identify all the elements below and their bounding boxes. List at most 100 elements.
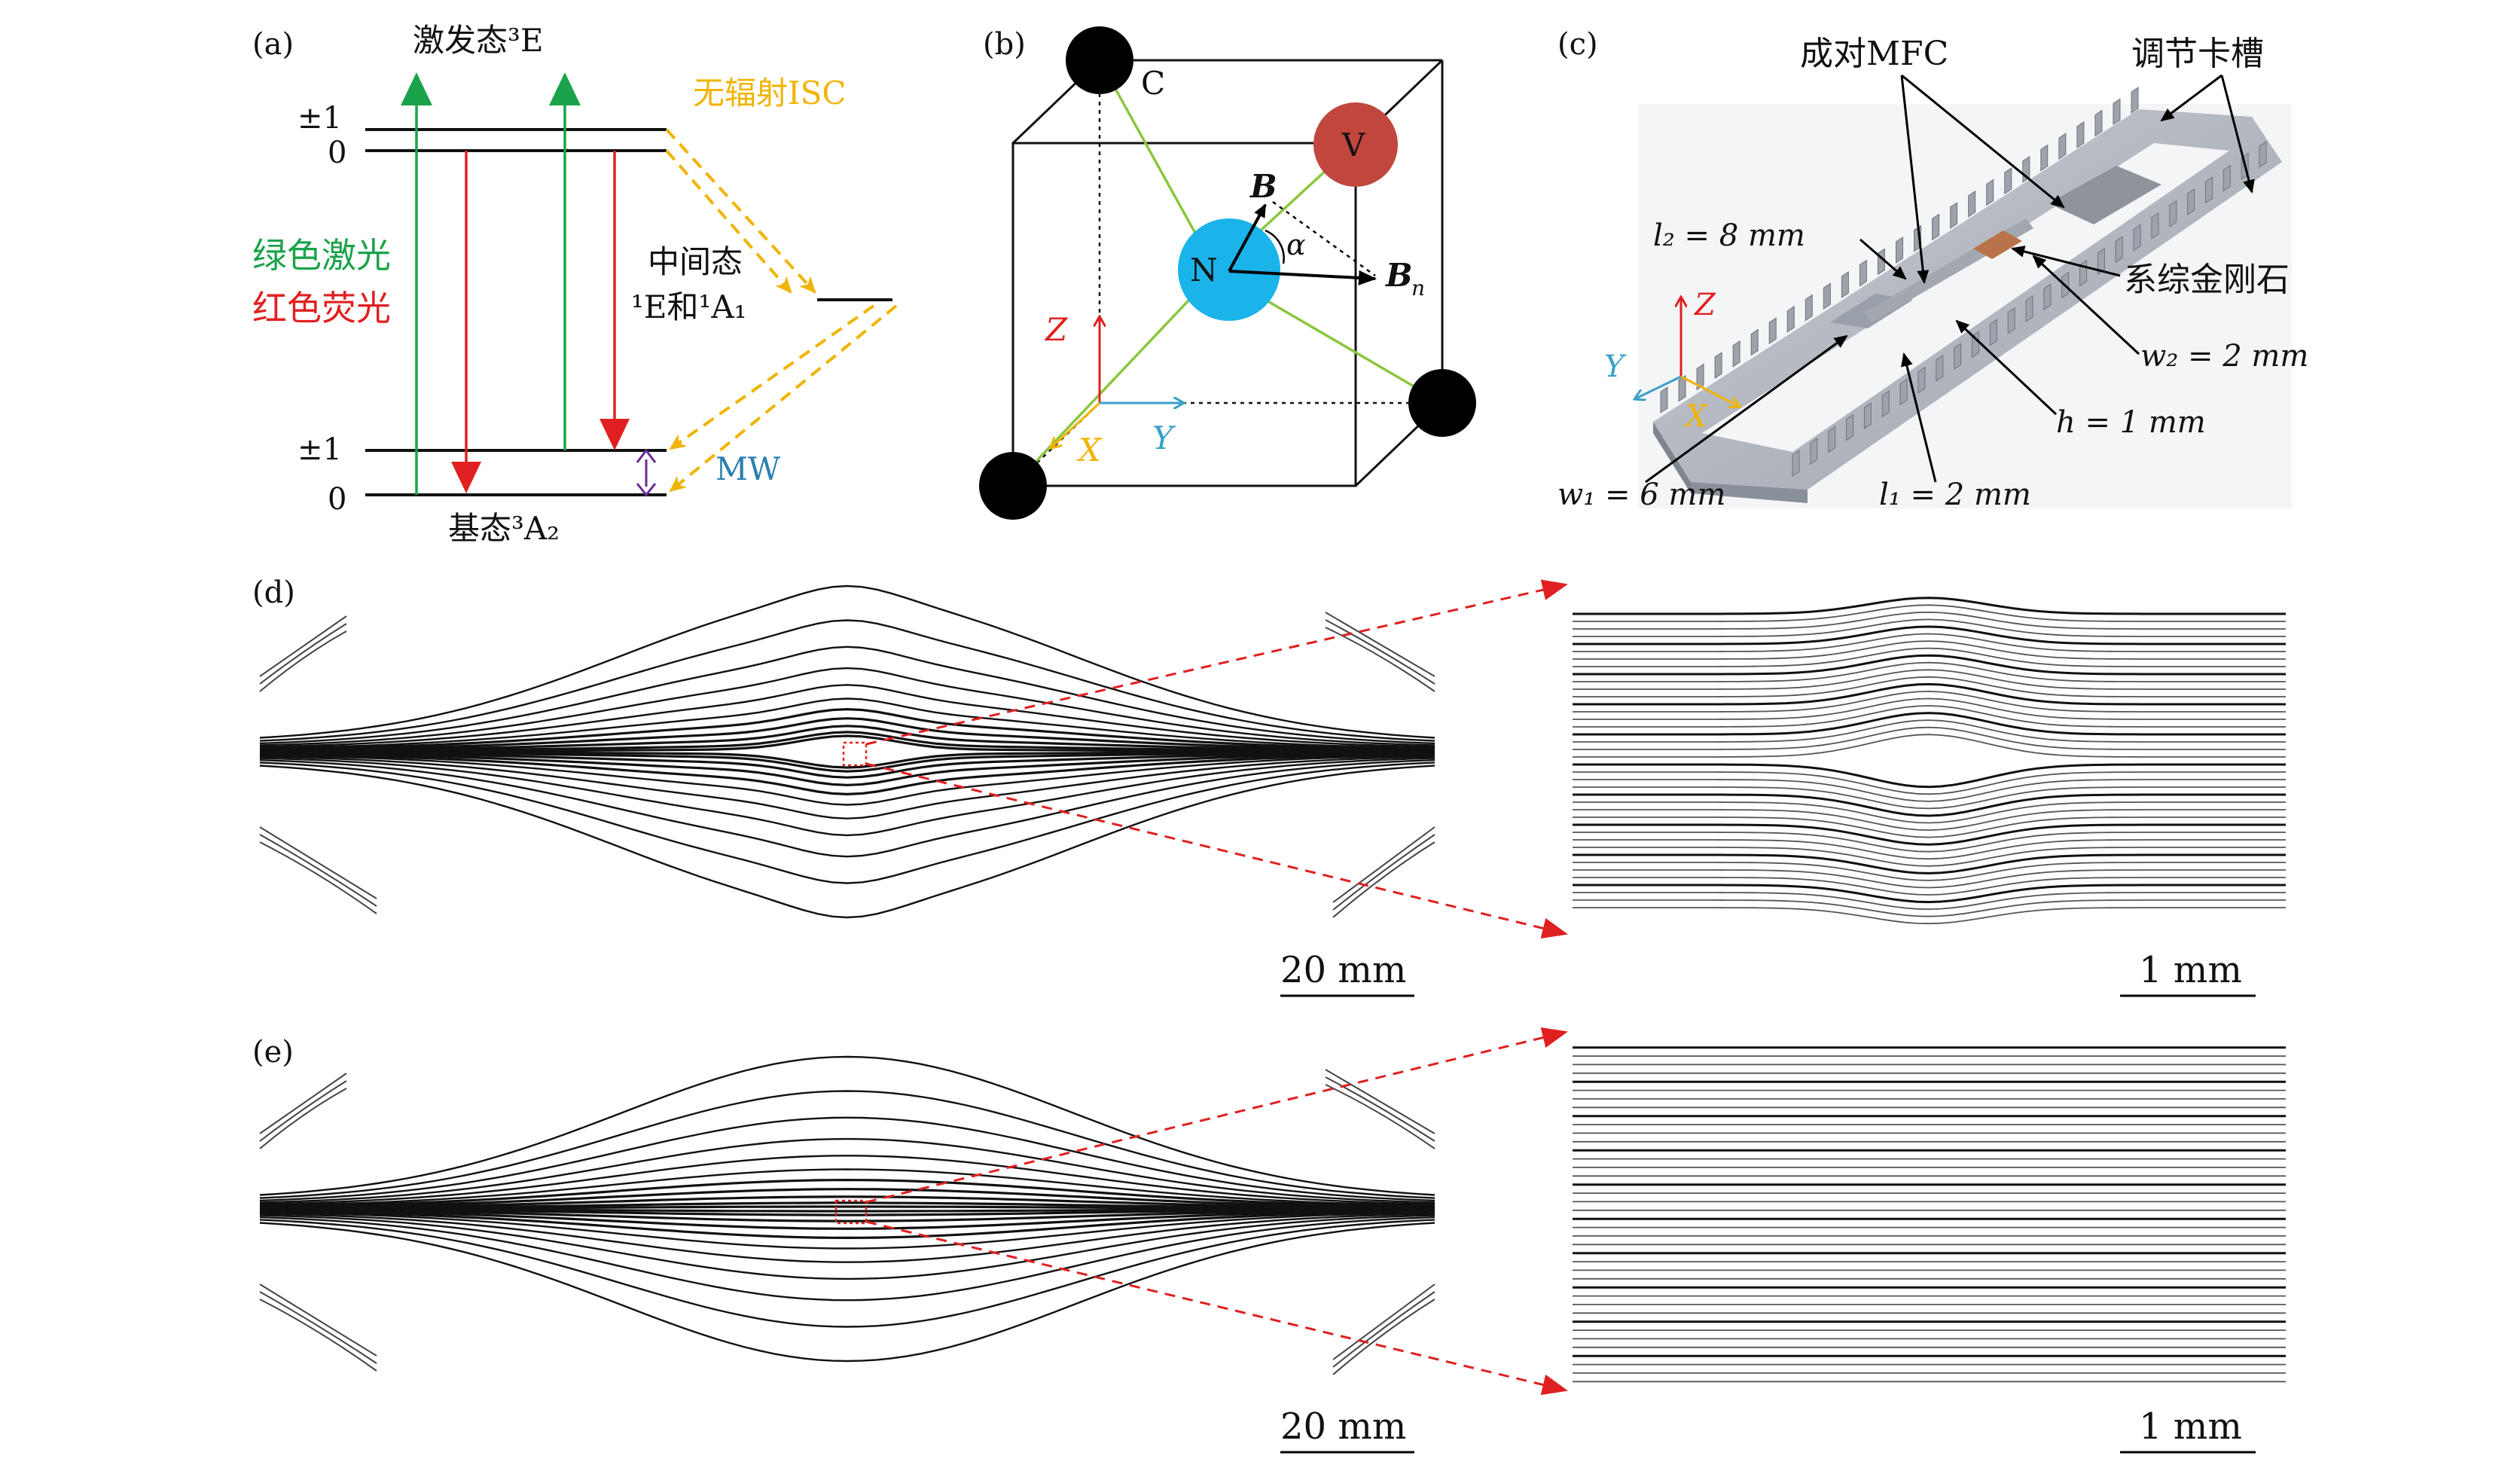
c-axis-z-label: Z bbox=[1693, 288, 1716, 322]
zoom-field-line bbox=[1573, 801, 2286, 824]
zoom-field-lines-with-mfc bbox=[1573, 597, 2286, 925]
zoom-field-line bbox=[1573, 892, 2286, 911]
slot-tooth bbox=[1917, 366, 1926, 394]
level-label-0-upper: 0 bbox=[328, 136, 346, 170]
slot-tooth bbox=[2025, 295, 2033, 322]
intermediate-state-label-1: 中间态 bbox=[648, 243, 743, 280]
green-arrowhead-1 bbox=[401, 72, 432, 105]
zoom-field-line bbox=[1573, 682, 2286, 706]
zoom-field-line bbox=[1573, 712, 2286, 736]
field-line-corner bbox=[259, 615, 347, 677]
intermediate-state-label-2: ¹E和¹A₁ bbox=[631, 288, 747, 325]
field-line bbox=[259, 751, 1435, 779]
field-line bbox=[259, 752, 1435, 786]
field-line-corner bbox=[1325, 1069, 1435, 1134]
field-bn-label: B bbox=[1385, 257, 1413, 294]
carbon-atom-top bbox=[1066, 26, 1133, 94]
slot-tooth bbox=[1896, 237, 1903, 264]
zoom-field-line bbox=[1573, 853, 2286, 874]
mw-arrowhead-up bbox=[636, 448, 657, 463]
slot-tooth bbox=[2079, 259, 2088, 287]
slot-tooth bbox=[1932, 213, 1940, 241]
field-line bbox=[259, 754, 1435, 806]
slot-tooth bbox=[1805, 294, 1813, 322]
panel-b-label: (b) bbox=[983, 27, 1026, 62]
vacancy-atom bbox=[1313, 102, 1398, 187]
slot-tooth bbox=[2169, 200, 2177, 227]
paired-mfc-label: 成对MFC bbox=[1800, 35, 1948, 73]
zoom-field-line bbox=[1573, 839, 2286, 860]
field-line-corner bbox=[1325, 612, 1435, 677]
field-line bbox=[259, 1188, 1435, 1209]
field-bn-subscript: n bbox=[1411, 276, 1425, 301]
zoom-field-line bbox=[1573, 809, 2286, 832]
slot-tooth bbox=[2187, 188, 2195, 216]
slot-tooth bbox=[1792, 450, 1800, 477]
l1-label: l₁ = 2 mm bbox=[1879, 478, 2031, 512]
red-fluorescence-label: 红色荧光 bbox=[252, 288, 391, 328]
slot-tooth bbox=[1786, 305, 1795, 333]
zoom-field-line bbox=[1573, 823, 2286, 846]
d-zoom-region bbox=[842, 741, 868, 767]
field-line bbox=[259, 1219, 1435, 1328]
panel-d-label: (d) bbox=[252, 575, 295, 610]
zoom-field-line bbox=[1573, 877, 2286, 896]
ground-state-label: 基态³A₂ bbox=[448, 510, 560, 547]
angle-arc bbox=[1265, 229, 1285, 264]
field-line-corner bbox=[1325, 619, 1435, 685]
h-label: h = 1 mm bbox=[2056, 405, 2206, 440]
panel-a: (a) ±1 0 ±1 0 激发态³E 基态³A₂ 中间态 ¹E和¹A₁ 绿色激… bbox=[252, 22, 898, 547]
slot-tooth bbox=[1846, 414, 1854, 441]
green-laser-label: 绿色激光 bbox=[252, 235, 391, 276]
isc-label: 无辐射ISC bbox=[693, 75, 847, 111]
field-line bbox=[259, 725, 1435, 752]
excited-state-label: 激发态³E bbox=[413, 22, 544, 59]
zoom-field-line bbox=[1573, 625, 2286, 646]
slot-teeth bbox=[1660, 87, 2267, 477]
field-line-corner bbox=[1332, 841, 1435, 918]
slot-tooth bbox=[1841, 270, 1849, 298]
field-lines-without-mfc bbox=[259, 1055, 1435, 1375]
c-axis-y-label: Y bbox=[1604, 349, 1627, 384]
panel-e-label: (e) bbox=[252, 1035, 294, 1070]
field-line bbox=[259, 1116, 1435, 1202]
zoom-field-line bbox=[1573, 907, 2286, 925]
zoom-field-line bbox=[1573, 597, 2286, 615]
level-label-pm1-lower: ±1 bbox=[297, 432, 342, 467]
isc-arrow-return-2 bbox=[669, 304, 898, 493]
zoom-field-line bbox=[1573, 697, 2286, 720]
pointer-lines bbox=[1645, 74, 2255, 484]
field-line bbox=[259, 584, 1435, 739]
field-line bbox=[259, 1208, 1435, 1216]
slot-tooth bbox=[1863, 401, 1872, 429]
slot-tooth bbox=[2094, 109, 2103, 137]
zoom-field-line bbox=[1573, 618, 2286, 637]
zoom-field-lines-without-mfc bbox=[1573, 1046, 2286, 1383]
field-line-corner bbox=[259, 1299, 377, 1372]
slot-tooth bbox=[2040, 144, 2049, 172]
field-line bbox=[259, 752, 1435, 796]
field-b-label: B bbox=[1249, 168, 1277, 205]
zoom-field-line bbox=[1573, 763, 2286, 789]
zoom-field-line bbox=[1573, 661, 2286, 682]
slot-tooth bbox=[1950, 202, 1958, 230]
e-zoom-region bbox=[834, 1199, 868, 1225]
field-line bbox=[259, 758, 1435, 858]
zoom-field-line bbox=[1573, 779, 2286, 802]
mw-label: MW bbox=[715, 450, 781, 487]
field-line-corner bbox=[259, 826, 377, 899]
slot-tooth bbox=[1989, 319, 1997, 346]
zoom-field-line bbox=[1573, 654, 2286, 676]
zoom-field-line bbox=[1573, 604, 2286, 622]
field-line bbox=[259, 717, 1435, 752]
zoom-field-line bbox=[1573, 816, 2286, 838]
e-scale-left-label: 20 mm bbox=[1280, 1405, 1406, 1448]
slot-tooth bbox=[2115, 236, 2123, 264]
field-line-corner bbox=[1332, 834, 1435, 911]
slot-tooth bbox=[2113, 98, 2121, 126]
w2-label: w₂ = 2 mm bbox=[2140, 339, 2308, 374]
field-line bbox=[259, 1210, 1435, 1240]
axis-x-label: X bbox=[1076, 432, 1103, 468]
slot-tooth bbox=[1986, 179, 1994, 206]
slot-tooth bbox=[2004, 167, 2012, 195]
